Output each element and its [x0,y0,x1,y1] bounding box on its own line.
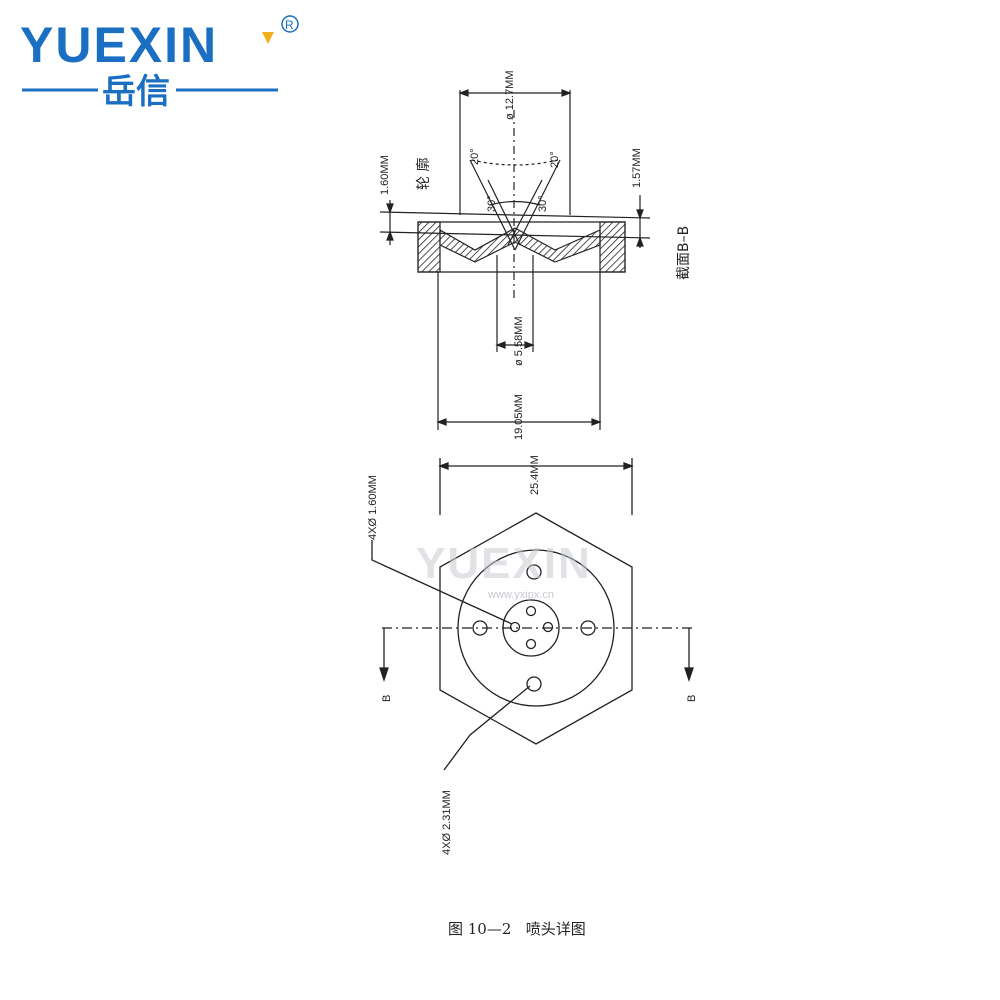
dim-5-58-arrow-left [495,341,506,349]
dim-outlet-diameter-label: ø 12.7MM [504,70,516,120]
plan-view [371,458,694,771]
hex-body [439,512,633,745]
cone-line-left-inner [487,179,521,246]
section-label: 截面B–B [676,226,692,280]
dim-hex-width-label: 25.4MM [529,455,541,495]
dim-1-60-arrow-bottom [386,230,394,241]
dim-12-7-arrow-left [458,89,469,97]
section-arrow-right-head [684,667,694,683]
registered-mark-circle [281,15,299,33]
cone-line-left-outer [469,159,516,251]
section-marker-left: B [381,695,393,702]
logo-chinese-text: 岳信 [102,72,170,112]
large-hole-top [526,564,542,580]
inner-arc [489,200,541,206]
angle-right-inner-label: 30° [537,195,549,212]
dim-1-57-arrow-bottom [636,236,644,247]
angle-left-outer-label: 20° [469,148,481,165]
dim-right-thickness-label: 1.57MM [631,148,643,188]
angle-left-inner-label: 30° [486,195,498,212]
dim-5-58-arrow-right [524,341,535,349]
cone-line-right-inner [507,179,543,246]
dim-25-4-arrow-right [623,462,634,470]
section-wall-left [417,221,441,273]
watermark-brand: YUEXIN [416,539,592,588]
dim-1-57-arrow-top [636,209,644,220]
leader-small-holes [371,540,513,625]
section-wall-right [599,221,626,273]
dim-25-4-arrow-left [438,462,449,470]
profile-arc [471,159,559,166]
logo-accent-mark [262,32,274,44]
small-hole-left [509,621,521,633]
section-arrow-left-head [379,667,389,683]
large-hole-bottom [526,676,542,692]
section-inner-profile [439,227,601,263]
profile-label: 轮 廓 [415,158,432,190]
leader-large-holes [443,685,531,771]
yuexin-logo: YUEXIN R 岳信 [20,15,299,112]
figure-caption: 图 10—2 喷头详图 [448,920,586,938]
dim-19-05-arrow-left [436,418,447,426]
dim-19-05-arrow-right [591,418,602,426]
small-hole-top [525,605,537,617]
section-marker-right: B [686,695,698,702]
dim-body-width-label: 19.05MM [513,394,525,440]
dim-left-thickness-label: 1.60MM [379,155,391,195]
small-hole-right [542,621,554,633]
dim-inner-diameter-label: ø 5.58MM [513,316,525,366]
large-hole-right [580,620,596,636]
watermark-url: www.yxipx.cn [487,589,554,601]
section-top-skew [379,211,651,219]
dim-1-60-arrow-top [386,203,394,214]
dim-12-7-arrow-right [561,89,572,97]
dim-large-holes-label: 4XØ 2.31MM [441,790,453,855]
logo-brand-text: YUEXIN [20,17,218,73]
cone-line-right-outer [514,159,561,251]
registered-mark: R [285,18,294,32]
angle-right-outer-label: 20° [549,151,561,168]
section-view [379,89,651,430]
small-hole-bottom [525,638,537,650]
dim-small-holes-label: 4XØ 1.60MM [367,475,379,540]
